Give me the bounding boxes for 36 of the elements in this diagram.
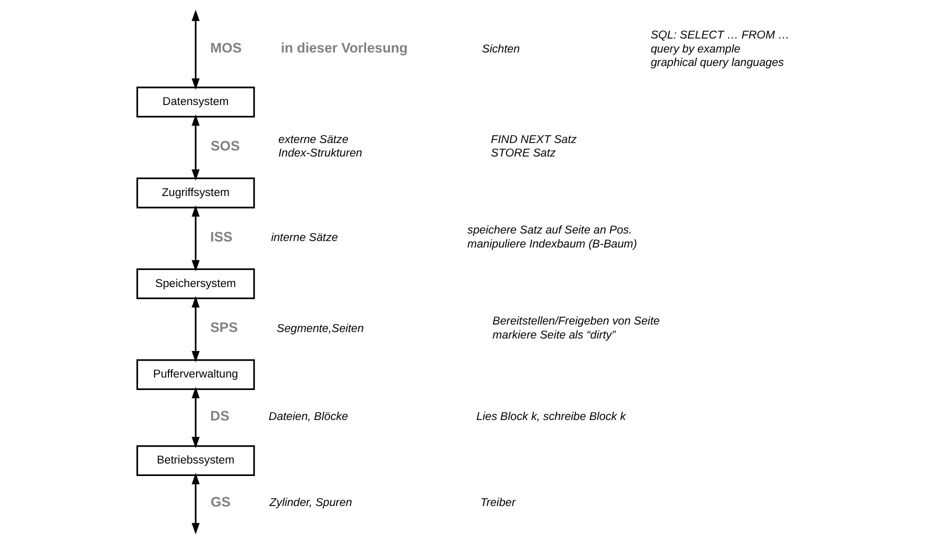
- node-box: Datensystem: [136, 86, 255, 118]
- node-box: Speichersystem: [136, 268, 255, 300]
- label: externe Sätze: [278, 134, 348, 146]
- label: Index-Strukturen: [278, 148, 362, 160]
- label: FIND NEXT Satz: [490, 134, 577, 146]
- edge-label: SOS: [210, 138, 240, 154]
- label: SQL: SELECT … FROM …: [650, 30, 790, 42]
- node-box: Betriebssystem: [136, 445, 255, 476]
- node-box: Zugriffsystem: [136, 178, 255, 208]
- label: graphical query languages: [650, 57, 784, 70]
- edge-label: ISS: [210, 229, 232, 244]
- edge-label: MOS: [210, 40, 242, 56]
- label: Zylinder, Spuren: [269, 497, 352, 510]
- arrow: [192, 205, 200, 272]
- edge-label: SPS: [210, 320, 238, 336]
- arrow: [192, 114, 200, 181]
- label: Lies Block k, schreibe Block k: [476, 411, 626, 424]
- label: in dieser Vorlesung: [280, 40, 408, 56]
- label: markiere Seite als “dirty”: [492, 329, 616, 342]
- arrow: [192, 386, 200, 448]
- node-box: Pufferverwaltung: [136, 359, 255, 390]
- arrow: [192, 472, 200, 534]
- edge-label: GS: [210, 494, 231, 510]
- label: interne Sätze: [271, 232, 338, 244]
- label: Segmente,Seiten: [276, 322, 364, 335]
- label: Sichten: [482, 43, 520, 56]
- label: Treiber: [480, 497, 516, 510]
- arrow: [192, 296, 200, 362]
- label: speichere Satz auf Seite an Pos.: [467, 224, 632, 237]
- label: Dateien, Blöcke: [268, 411, 348, 424]
- label: Bereitstellen/Freigeben von Seite: [492, 315, 660, 328]
- edge-label: DS: [210, 408, 230, 424]
- label: query by example: [650, 43, 740, 56]
- label: manipuliere Indexbaum (B-Baum): [467, 238, 638, 250]
- label: STORE Satz: [490, 148, 556, 160]
- arrow: [192, 10, 200, 90]
